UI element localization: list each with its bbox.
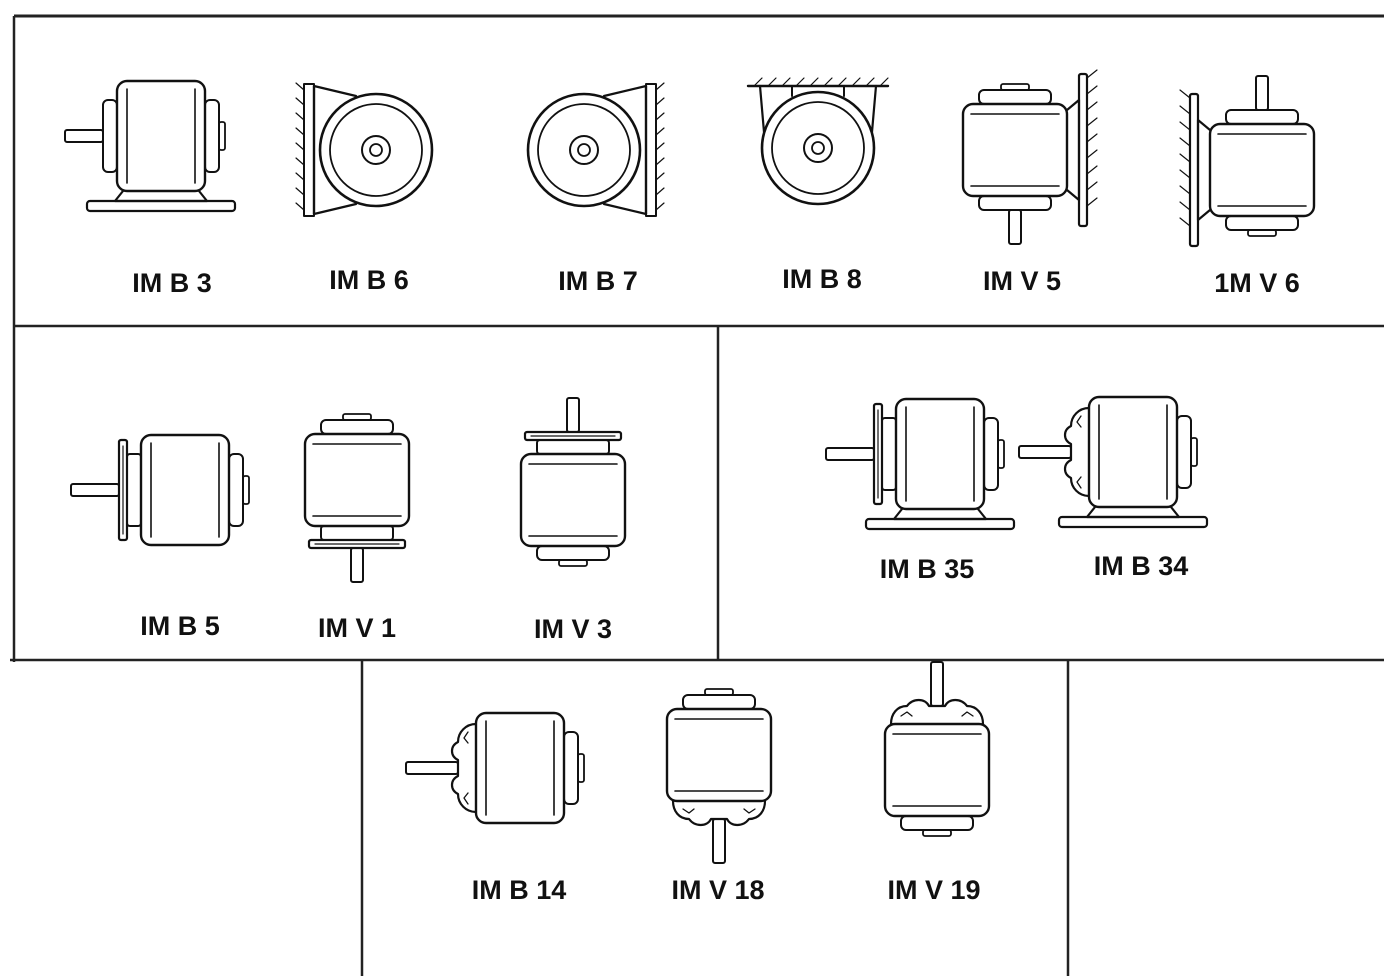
motor-im-b3: IM B 3 xyxy=(64,79,237,298)
motor-drawing xyxy=(883,661,991,837)
label-im-b3: IM B 3 xyxy=(132,268,212,298)
motor-drawing xyxy=(303,413,411,583)
motor-im-b8: IM B 8 xyxy=(746,77,890,294)
label-im-b8: IM B 8 xyxy=(782,264,862,294)
motor-im-v19: IM V 19 xyxy=(883,661,991,905)
label-im-v1: IM V 1 xyxy=(318,613,396,643)
motor-im-b7: IM B 7 xyxy=(526,82,665,296)
motor-im-b5: IM B 5 xyxy=(70,433,250,641)
label-im-b6: IM B 6 xyxy=(329,265,409,295)
motor-drawing xyxy=(526,82,665,217)
label-im-v6: 1M V 6 xyxy=(1214,268,1300,298)
motor-im-v6: 1M V 6 xyxy=(1179,75,1316,298)
motor-drawing xyxy=(746,77,890,206)
panel-frames xyxy=(10,14,1384,976)
motor-im-v5: IM V 5 xyxy=(961,69,1098,296)
label-im-b14: IM B 14 xyxy=(472,875,567,905)
motor-im-b35: IM B 35 xyxy=(825,397,1016,584)
label-im-b7: IM B 7 xyxy=(558,266,638,296)
motor-drawing xyxy=(64,79,237,213)
label-im-b35: IM B 35 xyxy=(880,554,975,584)
motor-drawing xyxy=(295,82,434,217)
motor-drawing xyxy=(1179,75,1316,248)
label-im-v3: IM V 3 xyxy=(534,614,612,644)
motor-drawing xyxy=(519,397,627,567)
motor-drawing xyxy=(70,433,250,547)
label-im-v5: IM V 5 xyxy=(983,266,1061,296)
motor-im-v3: IM V 3 xyxy=(519,397,627,644)
motor-drawing xyxy=(825,397,1016,531)
motor-im-b34: IM B 34 xyxy=(1018,395,1209,581)
motor-drawing xyxy=(405,711,585,825)
motor-im-v1: IM V 1 xyxy=(303,413,411,643)
motor-drawing xyxy=(665,688,773,864)
motor-drawing xyxy=(961,69,1098,245)
label-im-v18: IM V 18 xyxy=(671,875,764,905)
label-im-b5: IM B 5 xyxy=(140,611,220,641)
motor-drawing xyxy=(1018,395,1209,529)
motor-im-b6: IM B 6 xyxy=(295,82,434,295)
label-im-v19: IM V 19 xyxy=(887,875,980,905)
label-im-b34: IM B 34 xyxy=(1094,551,1189,581)
motor-im-b14: IM B 14 xyxy=(405,711,585,905)
motor-im-v18: IM V 18 xyxy=(665,688,773,905)
